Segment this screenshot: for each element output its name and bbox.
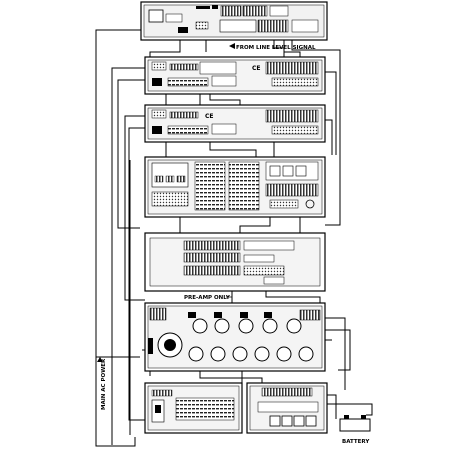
charger-unit: [246, 382, 328, 434]
amplifier-unit-1: CE: [144, 56, 326, 95]
pre-amp-only-text: PRE-AMP ONLY: [184, 295, 231, 301]
paging-unit: [144, 232, 326, 292]
main-ac-power-label: MAIN AC POWER: [97, 357, 107, 410]
pre-amp-only-label: PRE-AMP ONLY: [184, 295, 232, 301]
power-supply-unit: [144, 382, 243, 434]
battery: BATTERY: [339, 415, 371, 445]
wiring-lines: [95, 29, 373, 447]
outlet-row-bottom: [188, 346, 314, 362]
svg-text:CE: CE: [205, 113, 214, 120]
top-source-unit: [140, 1, 328, 41]
battery-label: BATTERY: [342, 439, 370, 445]
amplifier-unit-2: CE: [144, 104, 326, 143]
svg-text:CE: CE: [252, 65, 261, 72]
outlet-row-top: [192, 318, 302, 334]
power-sequencer-unit: [144, 302, 326, 372]
matrix-unit: [144, 156, 326, 218]
main-ac-power-text: MAIN AC POWER: [101, 358, 107, 410]
